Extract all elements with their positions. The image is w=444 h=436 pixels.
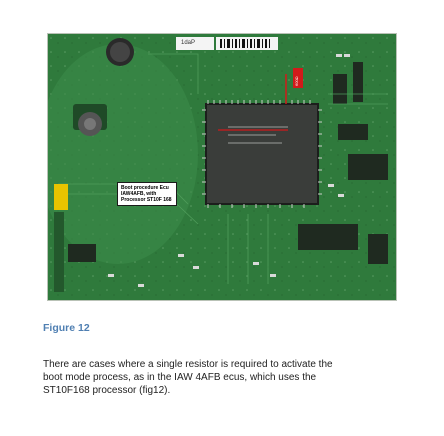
body-paragraph: There are cases where a single resistor … [43,358,435,397]
body-line: There are cases where a single resistor … [43,359,333,370]
figure-caption: Figure 12 [43,322,90,334]
callout-line: IAW4AFB, with [121,191,157,197]
sticker-label [176,37,214,50]
handwritten-label: 1daP [181,40,196,46]
body-line: boot mode process, as in the IAW 4AFB ec… [43,372,317,383]
resistor-highlight [293,68,303,88]
body-line: ST10F168 processor (fig12). [43,385,171,396]
annotation-callout: Boot procedure Ecu IAW4AFB, with Process… [117,182,177,206]
resistor-marking: 600Ω [294,76,299,86]
barcode [220,39,270,48]
pcb-photo: 1daP 600Ω [47,33,397,301]
callout-line: Processor ST10F 168 [121,197,172,203]
processor-chip [205,103,319,205]
callout-line: Boot procedure Ecu [121,185,169,191]
pcb-illustration [48,34,396,300]
